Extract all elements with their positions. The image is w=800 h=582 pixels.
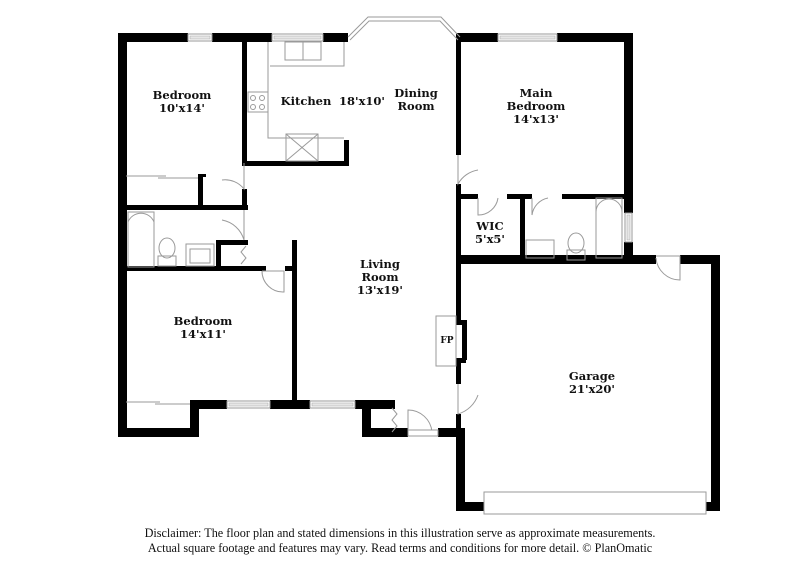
room-size-dining: 18'x10' (339, 95, 385, 108)
room-label-bedroom-2: Bedroom 14'x11' (174, 315, 233, 341)
disclaimer: Disclaimer: The floor plan and stated di… (0, 526, 800, 556)
room-name-line2: Bedroom (506, 99, 566, 113)
room-label-kitchen: Kitchen (281, 95, 332, 108)
room-name: Kitchen (280, 94, 332, 108)
disclaimer-line-1: Disclaimer: The floor plan and stated di… (144, 526, 656, 540)
windows (126, 16, 707, 515)
disclaimer-line-2: Actual square footage and features may v… (147, 541, 653, 555)
room-name: Bedroom (152, 88, 212, 102)
room-label-wic: WIC 5'x5' (475, 220, 505, 246)
room-label-garage: Garage 21'x20' (569, 370, 615, 396)
room-label-bedroom-1: Bedroom 10'x14' (153, 89, 212, 115)
room-label-living: Living Room 13'x19' (357, 258, 403, 297)
fireplace-label: FP (440, 335, 453, 348)
room-size: 13'x19' (357, 283, 403, 297)
room-label-dining: Dining Room (394, 87, 437, 113)
room-name-line1: Dining (394, 86, 438, 100)
room-size: 5'x5' (475, 232, 505, 246)
room-name: Bedroom (173, 314, 233, 328)
room-size: 18'x10' (339, 94, 385, 108)
room-name-line1: Main (519, 86, 553, 100)
room-name-line2: Room (397, 99, 435, 113)
room-name: Garage (568, 369, 616, 383)
fireplace-text: FP (440, 336, 454, 346)
room-size: 14'x13' (513, 112, 559, 126)
exterior-walls (118, 33, 720, 511)
doors (221, 155, 681, 437)
interior-walls (118, 33, 626, 436)
room-label-main-bedroom: Main Bedroom 14'x13' (507, 87, 566, 126)
room-size: 21'x20' (569, 382, 615, 396)
room-size: 10'x14' (159, 101, 205, 115)
room-name: WIC (476, 219, 504, 233)
room-name-line1: Living (360, 257, 400, 271)
room-name-line2: Room (361, 270, 399, 284)
room-size: 14'x11' (180, 327, 226, 341)
fixtures (127, 41, 623, 367)
